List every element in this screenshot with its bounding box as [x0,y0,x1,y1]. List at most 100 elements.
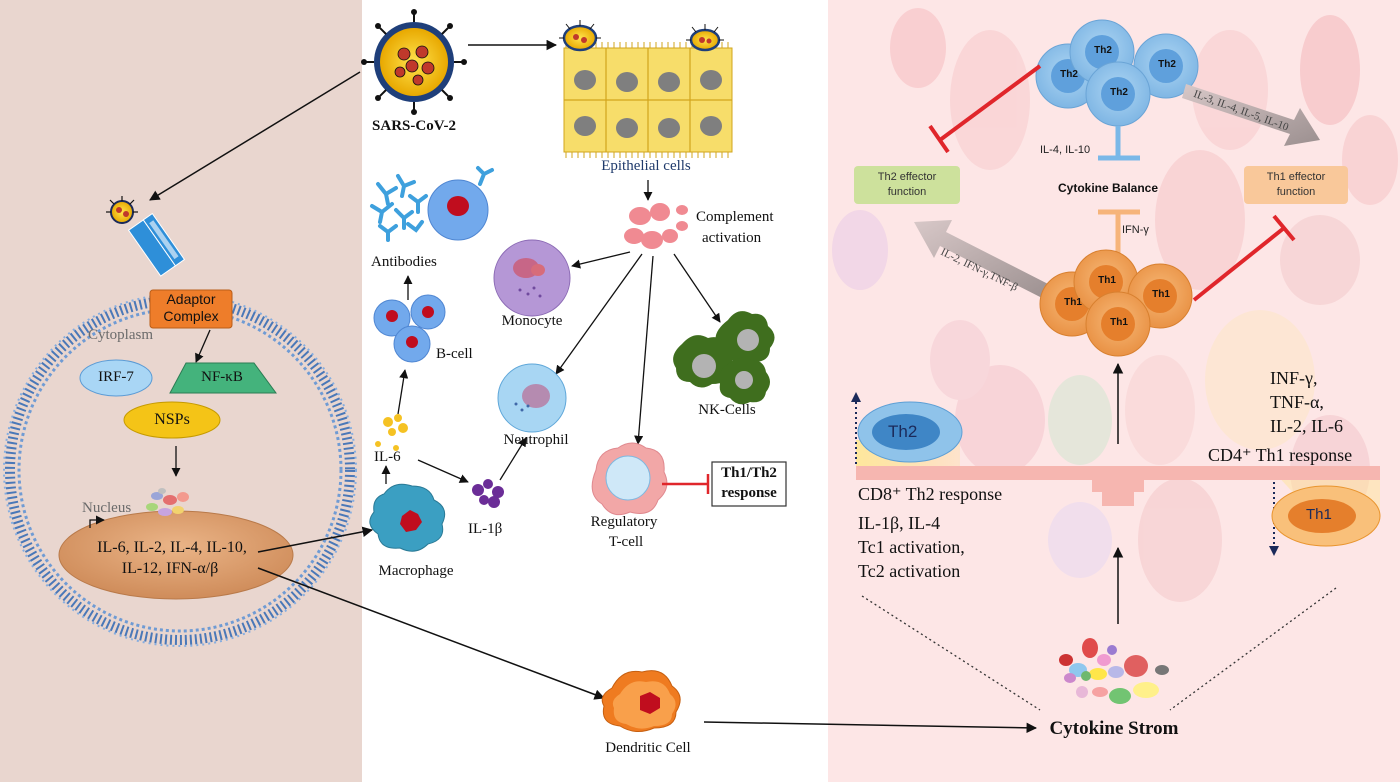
adaptor-complex-label: Adaptor Complex [163,291,219,324]
cd8-response-label: CD8⁺ Th2 response [858,484,1003,504]
th2-cell-label-4: Th2 [1110,87,1128,98]
left-dotted-funnel [861,595,1041,711]
nfkb-shape [169,362,277,394]
cytoplasm-label: Cytoplasm [88,327,154,343]
il1b-label: IL-1β [468,521,503,537]
monocyte-label: Monocyte [501,313,563,329]
th1-cell-label-2: Th1 [1098,275,1116,286]
epithelium-virus-1 [559,20,601,52]
th2-ellipse-label: Th2 [888,422,918,441]
balance-beam [856,466,1380,480]
cytokine-storm-label: Cytokine Strom [1049,718,1179,739]
nucleus-cytokines-line2: IL-12, IFN-α/β [121,560,219,577]
plasma-cell [427,166,494,241]
sars-cov-2-virus [361,9,467,115]
nucleus-cytokines-line1: IL-6, IL-2, IL-4, IL-10, [97,539,247,556]
antibodies-shape [370,174,428,242]
balance-pivot [1102,490,1134,506]
nk-cells-shape [673,311,775,405]
irf7-label: IRF-7 [98,369,134,385]
regulatory-t-cell-shape [591,442,668,516]
neutrophil-label: Neutrophil [503,432,569,448]
th1-effector-box [1244,166,1348,204]
complement-to-treg-arrow [634,255,654,445]
il6-to-bcell-arrow [397,369,409,415]
th1-ellipse-core [1288,499,1356,533]
monocyte-shape [493,239,571,317]
th1-inhibition-line [1192,226,1286,302]
left-cytokines-line1: IL-1β, IL-4 [858,513,941,533]
cd4-response-label: CD4⁺ Th1 response [1208,445,1353,465]
complement-blobs [624,203,688,249]
complement-label-line1: Complement [696,209,774,225]
il6-to-il1b-arrow [417,459,469,483]
th1-cell-label-1: Th1 [1064,297,1082,308]
th2-inhibition-bar [928,124,950,154]
epithelium-virus-2 [686,24,724,52]
il1b-to-neutrophil-arrow [499,437,527,481]
th1-effector-line1: Th1 effector [1266,171,1326,183]
dendritic-cell-shape [601,670,681,732]
dendritic-cell-label: Dendritic Cell [605,740,691,756]
neutrophil-shape [497,363,567,433]
transcription-arrow [89,515,105,528]
nk-cells-label: NK-Cells [698,402,756,418]
th1-ellipse-label: Th1 [1306,506,1332,523]
bcell-label: B-cell [436,346,473,362]
epithelial-cells [563,42,733,158]
th-response-box [711,461,787,507]
complement-to-nk-arrow [673,253,721,323]
irf7-shape [79,359,153,397]
th-response-line1: Th1/Th2 [721,465,777,481]
th1-cell-label-4: Th1 [1110,317,1128,328]
right-cytokines-line2: TNF-α, [1270,392,1324,412]
macrophage-label: Macrophage [378,563,454,579]
th2-effector-line2: function [887,186,927,198]
b-cells [373,294,446,363]
th1-cluster [1039,249,1193,357]
th-response-line2: response [721,485,777,501]
th2-effector-box [854,166,960,204]
th2-inhibition-line [938,64,1042,142]
ace2-receptor [127,212,186,277]
th1-cytokine-arrow [914,220,1052,300]
nfkb-label: NF-κB [201,369,243,385]
epithelial-label: Epithelial cells [601,158,691,174]
il4-il10-label: IL-4, IL-10 [1040,144,1091,156]
regulatory-label-line1: Regulatory [590,514,658,530]
th2-ellipse-core [872,414,940,450]
th1-effector-line2: function [1276,186,1316,198]
th2-cell-label-1: Th2 [1060,69,1078,80]
antibodies-label: Antibodies [371,254,437,270]
adaptor-complex-box [149,289,233,329]
ifn-g-label: IFN-γ [1122,224,1149,236]
nucleus-particles [146,488,189,516]
right-cytokines-line3: IL-2, IL-6 [1270,416,1343,436]
left-cytokines-line2: Tc1 activation, [858,537,965,557]
nucleus-to-dendritic-arrow [257,567,605,700]
il6-label: IL-6 [374,449,401,465]
virus-label: SARS-CoV-2 [372,118,456,134]
cytokine-storm-blobs [1059,638,1169,704]
th1-inhibition-bar [1272,214,1296,242]
nsps-shape [123,401,221,439]
right-dotted-funnel [1169,587,1337,711]
right-cytokines-line1: INF-γ, [1270,368,1318,388]
th2-cell-label-2: Th2 [1094,45,1112,56]
th2-effector-line1: Th2 effector [877,171,937,183]
nsps-label: NSPs [154,411,190,428]
complement-label-line2: activation [702,230,762,246]
left-cytokines-line3: Tc2 activation [858,561,961,581]
th2-cell-label-3: Th2 [1158,59,1176,70]
regulatory-label-line2: T-cell [608,534,644,550]
th2-cytokine-arrow [1182,84,1320,146]
nucleus-to-macrophage-arrow [257,526,374,553]
receptor-bound-virus [106,196,138,224]
th2-cluster [1035,19,1199,127]
virus-to-receptor-arrow [149,71,361,201]
complement-to-neutrophil-arrow [555,253,643,375]
il1b-shape [472,479,504,508]
complement-to-monocyte-arrow [571,251,631,269]
cytokine-balance-label: Cytokine Balance [1057,181,1159,195]
